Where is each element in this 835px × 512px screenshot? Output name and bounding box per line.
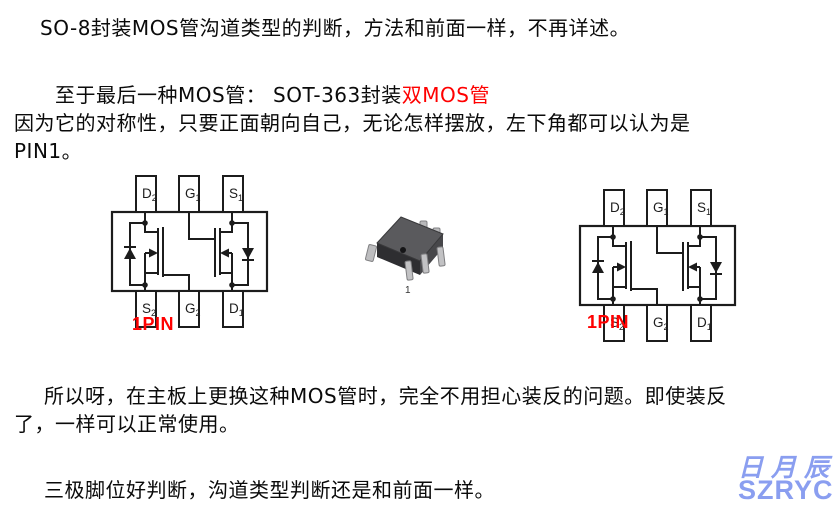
junction-dot — [142, 282, 148, 288]
pin-label-s1: S1 — [697, 200, 711, 217]
pin-label-s2: S2 — [610, 315, 624, 332]
sot363-text-red: 双MOS管 — [401, 83, 490, 107]
dual-mosfet-schematic-right: D2 G1 S1 S2 G2 D1 — [576, 188, 741, 350]
paragraph-pin1-line: PIN1。 — [14, 139, 83, 163]
pin-label-d1: D1 — [697, 315, 712, 332]
junction-dot — [142, 220, 148, 226]
package-lead-front — [420, 253, 430, 274]
pin-label-g1: G1 — [653, 200, 669, 217]
body-diode-right — [710, 262, 722, 275]
sot363-package-image: 1 — [365, 216, 446, 296]
body-arrow-icon — [617, 262, 626, 272]
mosfet-symbol-left — [124, 220, 164, 288]
pin-label-g2: G2 — [653, 315, 669, 332]
pin1-marker-right: 1PIN — [587, 312, 630, 332]
mosfet-symbol-right — [682, 234, 722, 302]
paragraph-conclusion: 三极脚位好判断，沟道类型判断还是和前面一样。 — [44, 478, 495, 502]
body-arrow-icon — [149, 248, 158, 258]
package-lead-left — [365, 244, 377, 262]
paragraph-replace-line1: 所以呀，在主板上更换这种MOS管时，完全不用担心装反的问题。即使装反 — [44, 384, 727, 408]
mosfet-symbol-right — [214, 220, 254, 288]
pin1-marker-left: 1PIN — [132, 314, 175, 334]
mosfet-symbol-left — [592, 234, 632, 302]
pin-label-s1: S1 — [229, 186, 243, 203]
pin1-dot-icon — [400, 247, 406, 253]
schematic-drawing: D2 G1 S1 S2 G2 D1 — [578, 189, 737, 342]
sot363-text-black: 至于最后一种MOS管： SOT-363封装 — [55, 83, 402, 107]
paragraph-so8-intro: SO-8封装MOS管沟道类型的判断，方法和前面一样，不再详述。 — [40, 16, 631, 40]
package-face-top — [376, 216, 444, 262]
package-lead-front — [404, 260, 414, 281]
pin-label-d2: D2 — [142, 186, 157, 203]
pin-label-s2: S2 — [142, 301, 156, 318]
pin-label-g2: G2 — [185, 301, 201, 318]
paragraph-symmetry-line: 因为它的对称性，只要正面朝向自己，无论怎样摆放，左下角都可以认为是 — [14, 111, 691, 135]
pin-label-d1: D1 — [229, 301, 244, 318]
watermark-chinese: 日月辰 — [738, 453, 835, 482]
pin-label-g1: G1 — [185, 186, 201, 203]
junction-dot — [229, 220, 235, 226]
watermark-latin: SZRYC — [738, 475, 834, 505]
paragraph-sot363-line: 至于最后一种MOS管： SOT-363封装双MOS管 — [55, 83, 490, 107]
wiring — [144, 212, 233, 291]
body-diode-left — [124, 246, 136, 259]
package-lead-front — [436, 246, 446, 267]
dual-mosfet-schematic-left: D2 G1 S1 S2 G2 D1 — [108, 174, 273, 336]
body-arrow-icon — [688, 262, 697, 272]
body-diode-right — [242, 248, 254, 261]
junction-dot — [610, 234, 616, 240]
junction-dot — [697, 296, 703, 302]
body-arrow-icon — [220, 248, 229, 258]
schematic-drawing: D2 G1 S1 S2 G2 D1 — [110, 175, 269, 328]
junction-dot — [697, 234, 703, 240]
junction-dot — [610, 296, 616, 302]
paragraph-replace-line2: 了，一样可以正常使用。 — [14, 412, 240, 436]
body-diode-left — [592, 260, 604, 273]
pin-label-d2: D2 — [610, 200, 625, 217]
wiring — [612, 226, 701, 305]
package-pin1-number: 1 — [405, 285, 411, 296]
junction-dot — [229, 282, 235, 288]
